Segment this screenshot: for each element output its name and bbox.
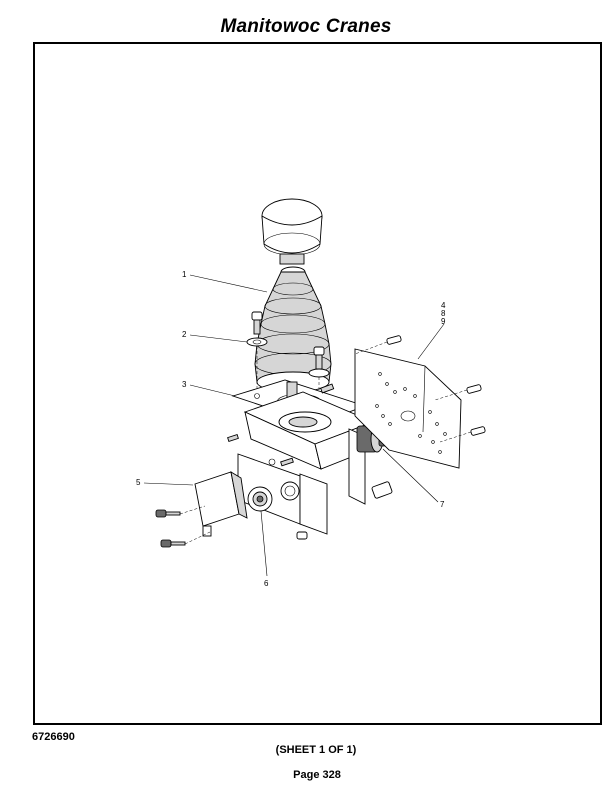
rotary-detent <box>247 486 273 512</box>
callout-9: 9 <box>441 317 446 326</box>
callout-1: 1 <box>182 270 187 279</box>
joystick-knob <box>261 198 323 265</box>
callout-8: 8 <box>441 309 446 318</box>
document-number: 6726690 <box>32 731 75 743</box>
boot-screws <box>246 311 330 404</box>
callout-5: 5 <box>136 478 141 487</box>
lower-screw <box>296 531 308 540</box>
leader-lines <box>143 274 445 577</box>
joystick-exploded-diagram: 1 2 3 4 8 9 5 6 7 <box>136 198 486 588</box>
callout-6: 6 <box>264 579 269 588</box>
page-number: Page 328 <box>293 769 341 781</box>
callout-7: 7 <box>440 500 445 509</box>
callout-4: 4 <box>441 301 446 310</box>
mounting-plate <box>354 335 486 469</box>
callout-3: 3 <box>182 380 187 389</box>
standoff-spacer <box>371 481 393 499</box>
page-title: Manitowoc Cranes <box>220 16 392 37</box>
rubber-boot <box>254 266 332 393</box>
micro-switch <box>155 471 248 548</box>
sheet-indicator: (SHEET 1 OF 1) <box>275 744 357 756</box>
diagram-frame: 1 2 3 4 8 9 5 6 7 <box>33 42 602 725</box>
callout-2: 2 <box>182 330 187 339</box>
